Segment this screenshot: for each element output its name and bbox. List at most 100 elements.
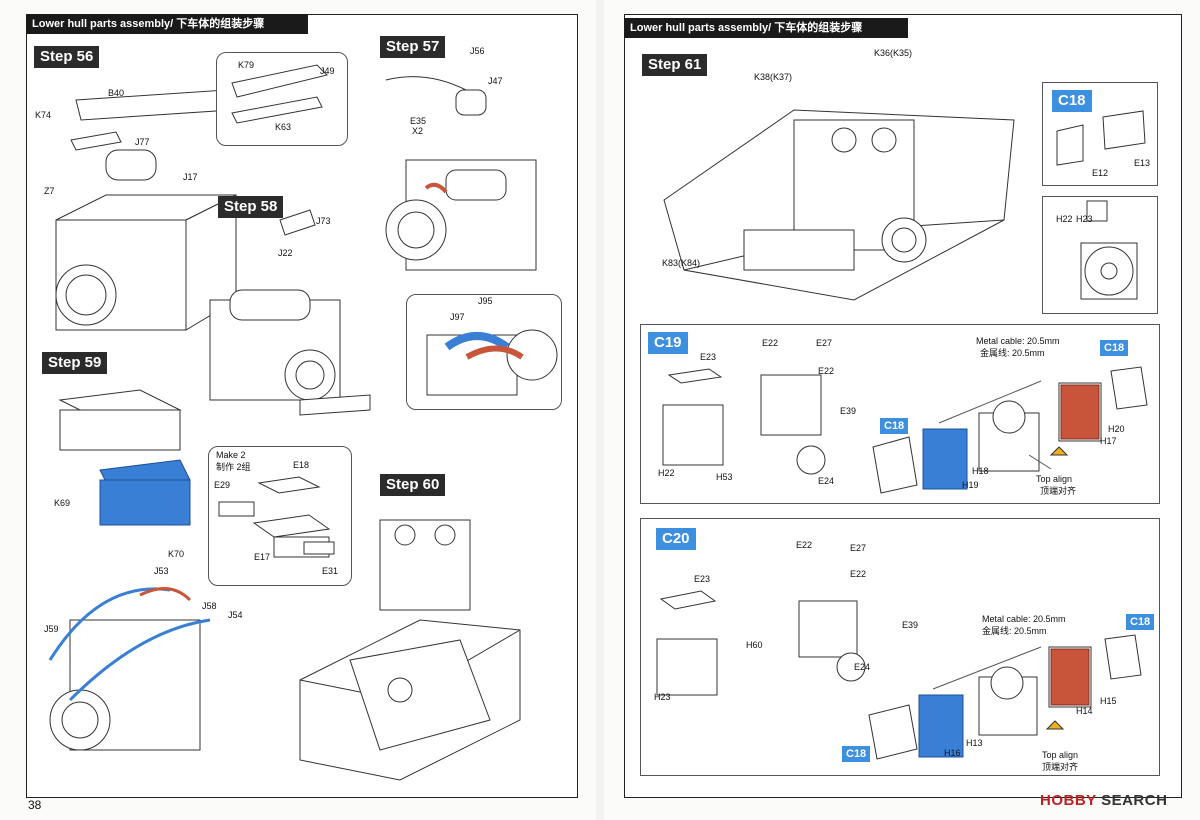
part-label: H17 xyxy=(1100,436,1117,446)
page-header: Lower hull parts assembly/ 下车体的组装步骤 xyxy=(624,18,908,38)
c19-c18-badge: C18 xyxy=(880,418,909,434)
part-label: X2 xyxy=(412,126,424,136)
align-note-cn: 顶端对齐 xyxy=(1042,762,1079,772)
watermark-search: SEARCH xyxy=(1101,792,1168,809)
part-label: K74 xyxy=(35,110,52,120)
part-label: E23 xyxy=(700,352,717,362)
step-57-badge: Step 57 xyxy=(380,36,446,58)
part-label: K70 xyxy=(168,549,185,559)
right-page: Lower hull parts assembly/ 下车体的组装步骤 Step… xyxy=(604,0,1200,820)
align-note: Top align xyxy=(1036,474,1073,484)
inset-note: Make 2 xyxy=(216,450,246,460)
cable-note: Metal cable: 20.5mm xyxy=(982,614,1066,624)
step-61-hull-drawing xyxy=(663,109,1015,301)
c19-badge: C19 xyxy=(648,332,688,354)
cable-note-cn: 金属线: 20.5mm xyxy=(982,626,1047,636)
part-label: H15 xyxy=(1100,696,1117,706)
c18-badge: C18 xyxy=(1052,90,1092,112)
part-label: H22 xyxy=(658,468,675,478)
watermark-logo: HOBBY SEARCH xyxy=(1040,792,1167,809)
align-note: Top align xyxy=(1042,750,1079,760)
step-59-inset xyxy=(208,446,352,586)
part-label: J53 xyxy=(154,566,169,576)
part-label: J73 xyxy=(316,216,331,226)
part-label: J22 xyxy=(278,248,293,258)
part-label: K38(K37) xyxy=(754,72,793,82)
part-label: H23 xyxy=(1076,214,1093,224)
c20-c18-badge: C18 xyxy=(842,746,871,762)
part-label: J95 xyxy=(478,296,493,306)
part-label: J49 xyxy=(320,66,335,76)
page-header: Lower hull parts assembly/ 下车体的组装步骤 xyxy=(26,14,308,34)
c20-badge: C20 xyxy=(656,528,696,550)
part-label: J17 xyxy=(183,172,198,182)
part-label: H16 xyxy=(944,748,961,758)
part-label: E39 xyxy=(840,406,857,416)
inset-note-cn: 制作 2组 xyxy=(216,462,251,472)
part-label: H13 xyxy=(966,738,983,748)
part-label: H18 xyxy=(972,466,989,476)
watermark-hobby: HOBBY xyxy=(1040,792,1097,809)
part-label: K69 xyxy=(54,498,71,508)
part-label: E22 xyxy=(818,366,835,376)
part-label: J56 xyxy=(470,46,485,56)
part-label: E22 xyxy=(762,338,779,348)
part-label: J77 xyxy=(135,137,150,147)
part-label: K79 xyxy=(238,60,255,70)
step-61-badge: Step 61 xyxy=(642,54,708,76)
step-56-badge: Step 56 xyxy=(34,46,100,68)
part-label: J47 xyxy=(488,76,503,86)
step-58-engine-drawing xyxy=(209,209,371,416)
step-56-engine-drawing xyxy=(55,89,237,331)
c20-box xyxy=(640,518,1160,776)
part-label: K63 xyxy=(275,122,292,132)
part-label: E23 xyxy=(694,574,711,584)
part-label: E27 xyxy=(850,543,867,553)
step-57-engine-drawing xyxy=(385,76,537,271)
part-label: H20 xyxy=(1108,424,1125,434)
part-label: E12 xyxy=(1092,168,1109,178)
step-58-badge: Step 58 xyxy=(218,196,284,218)
cable-note: Metal cable: 20.5mm xyxy=(976,336,1060,346)
part-label: J58 xyxy=(202,601,217,611)
paint-box xyxy=(1042,196,1158,314)
part-label: E17 xyxy=(254,552,271,562)
page-number: 38 xyxy=(28,798,42,812)
c19-c18-badge: C18 xyxy=(1100,340,1129,356)
left-page: Lower hull parts assembly/ 下车体的组装步骤 Step… xyxy=(0,0,596,820)
part-label: E29 xyxy=(214,480,231,490)
part-label: E27 xyxy=(816,338,833,348)
part-label: Z7 xyxy=(44,186,55,196)
part-label: H53 xyxy=(716,472,733,482)
part-label: E18 xyxy=(293,460,310,470)
part-label: J59 xyxy=(44,624,59,634)
c19-box xyxy=(640,324,1160,504)
step-57-inset xyxy=(406,294,562,410)
part-label: E39 xyxy=(902,620,919,630)
part-label: H19 xyxy=(962,480,979,490)
step-59-engine-drawing xyxy=(48,389,211,751)
part-label: B40 xyxy=(108,88,125,98)
part-label: K36(K35) xyxy=(874,48,913,58)
part-label: J97 xyxy=(450,312,465,322)
part-label: E22 xyxy=(796,540,813,550)
c18-box xyxy=(1042,82,1158,186)
part-label: E35 xyxy=(410,116,427,126)
part-label: H14 xyxy=(1076,706,1093,716)
part-label: E24 xyxy=(854,662,871,672)
part-label: H60 xyxy=(746,640,763,650)
part-label: E22 xyxy=(850,569,867,579)
part-label: E24 xyxy=(818,476,835,486)
part-label: E13 xyxy=(1134,158,1151,168)
part-label: K83(K84) xyxy=(662,258,701,268)
step-60-hull-drawing xyxy=(299,519,521,781)
part-label: E31 xyxy=(322,566,339,576)
part-label: J54 xyxy=(228,610,243,620)
align-note-cn: 顶端对齐 xyxy=(1040,486,1077,496)
step-56-inset xyxy=(216,52,348,146)
step-60-badge: Step 60 xyxy=(380,474,446,496)
part-label: H23 xyxy=(654,692,671,702)
step-59-badge: Step 59 xyxy=(42,352,108,374)
c20-c18-badge: C18 xyxy=(1126,614,1155,630)
cable-note-cn: 金属线: 20.5mm xyxy=(980,348,1045,358)
